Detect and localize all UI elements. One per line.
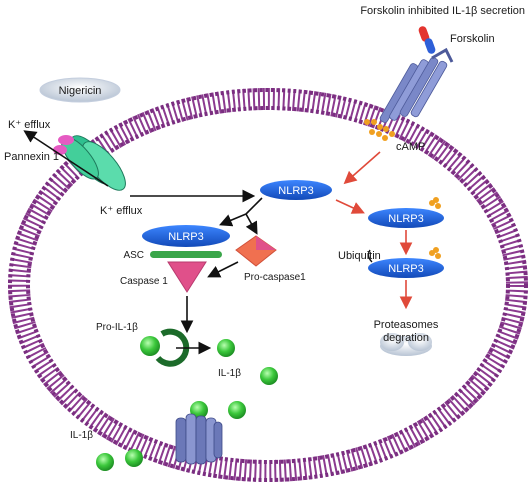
cell-membrane bbox=[8, 88, 528, 482]
pro-il1b-ball bbox=[140, 336, 160, 356]
il1b-outer-balls bbox=[96, 449, 143, 471]
nigericin-bubble bbox=[39, 77, 121, 103]
gpcr-receptor-icon bbox=[379, 47, 454, 123]
arrow-procaspase-to-caspase bbox=[207, 261, 239, 278]
proteasome-cloud-icon bbox=[380, 333, 432, 356]
split-arrow-stem bbox=[245, 197, 263, 215]
pro-il1b-label: Pro-IL-1β bbox=[96, 322, 138, 333]
membrane-pore-icon bbox=[175, 413, 223, 465]
nlrp3-right-upper-label: NLRP3 bbox=[388, 213, 423, 225]
red-arrow-camp-to-nlrp3 bbox=[343, 151, 381, 185]
nlrp3-right-lower-pill bbox=[367, 247, 444, 278]
nlrp3-right-upper-pill bbox=[368, 197, 444, 228]
k-efflux-arrow bbox=[23, 130, 109, 187]
proteasome-label-line1: Proteasomes bbox=[374, 319, 439, 331]
proteasome-label-line2: degration bbox=[383, 332, 429, 344]
nlrp3-top-label: NLRP3 bbox=[278, 185, 313, 197]
ubiquitin-label: Ubiquitin bbox=[338, 250, 381, 262]
asc-label: ASC bbox=[123, 250, 144, 261]
k-efflux-top-label: K⁺ efflux bbox=[8, 119, 51, 131]
pro-caspase1-icon bbox=[235, 235, 277, 267]
il1b-inner-label: IL-1β bbox=[218, 368, 241, 379]
nigericin-label: Nigericin bbox=[59, 85, 102, 97]
nlrp3-right-lower-label: NLRP3 bbox=[388, 263, 423, 275]
split-arrow-right bbox=[245, 213, 258, 235]
pannexin-label: Pannexin 1 bbox=[4, 151, 59, 163]
pro-caspase1-label: Pro-caspase1 bbox=[244, 272, 306, 283]
asc-bar bbox=[150, 251, 222, 258]
il1b-outer-label: IL-1β bbox=[70, 430, 93, 441]
forskolin-molecule-icon bbox=[418, 26, 436, 54]
nlrp3-top-pill bbox=[260, 180, 332, 200]
caspase1-triangle bbox=[167, 261, 207, 293]
nlrp3-left-label: NLRP3 bbox=[168, 231, 203, 243]
red-arrow-nlrp3-to-ub bbox=[335, 199, 365, 214]
caspase1-label: Caspase 1 bbox=[120, 276, 168, 287]
camp-label: cAMP bbox=[396, 141, 425, 153]
nlrp3-left-pill bbox=[142, 225, 230, 247]
il1b-inner-balls bbox=[190, 339, 278, 419]
pro-il1b-clamp bbox=[155, 328, 190, 367]
forskolin-label: Forskolin bbox=[450, 33, 495, 45]
diagram-title: Forskolin inhibited IL-1β secretion bbox=[360, 5, 525, 17]
camp-molecules-icon bbox=[364, 119, 395, 141]
k-efflux-mid-label: K⁺ efflux bbox=[100, 205, 143, 217]
split-arrow-left bbox=[219, 213, 247, 227]
